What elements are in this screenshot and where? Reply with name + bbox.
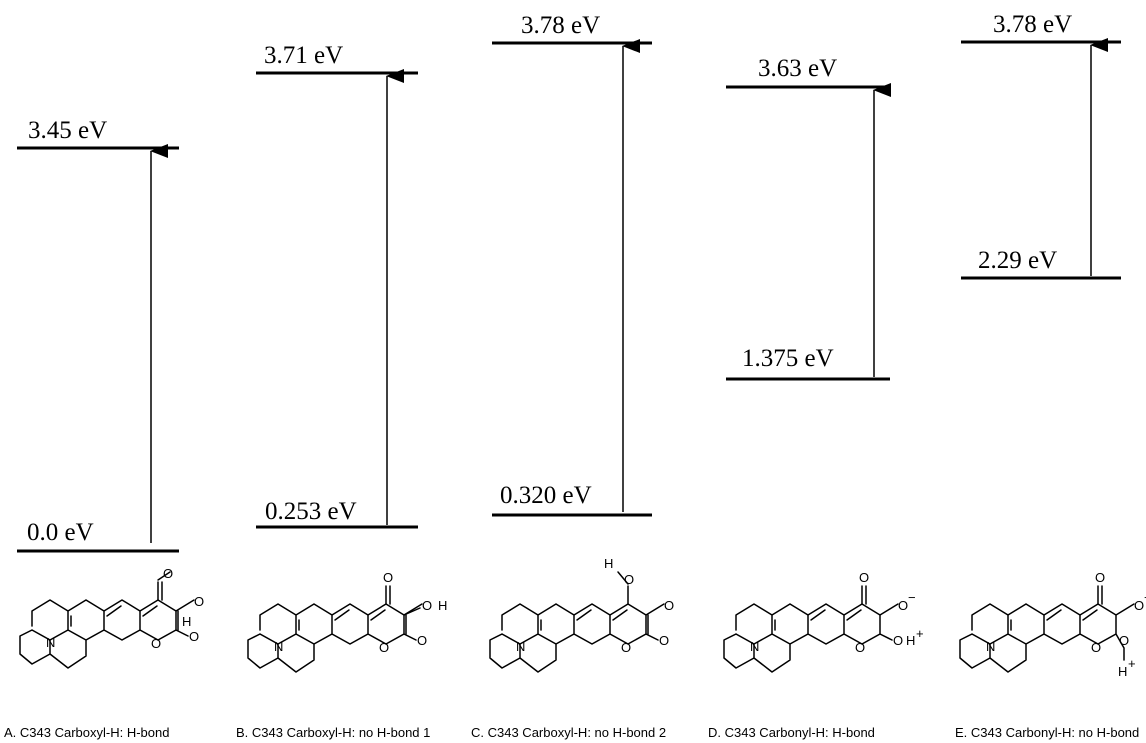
excited-level-label: 3.45 eV — [28, 117, 107, 144]
excited-level-label: 3.71 eV — [264, 42, 343, 69]
atom-o: O — [194, 594, 204, 609]
atom-o: O — [422, 598, 432, 613]
atom-o: O — [1091, 640, 1101, 655]
panel-d: 3.63 eV 1.375 eV — [726, 55, 891, 381]
panel-c: 3.78 eV 0.320 eV — [492, 12, 652, 517]
ground-level-label: 0.320 eV — [500, 482, 592, 509]
atom-o: O — [163, 566, 173, 581]
excited-level-label: 3.78 eV — [521, 12, 600, 39]
ground-level-label: 0.0 eV — [27, 519, 94, 546]
caption-b: B. C343 Carboxyl-H: no H-bond 1 — [236, 725, 430, 740]
atom-h: H — [906, 633, 915, 648]
atom-o: O — [151, 636, 161, 651]
atom-o: O — [383, 570, 393, 585]
atom-h: H — [604, 556, 613, 571]
atom-n: N — [986, 639, 995, 654]
panel-b: 3.71 eV 0.253 eV — [256, 42, 418, 529]
atom-o: O — [898, 598, 908, 613]
atom-o: O — [859, 570, 869, 585]
atom-h: H — [1118, 664, 1127, 679]
atom-h: H — [438, 598, 447, 613]
structure-e: N O O O O − H + — [959, 570, 1146, 679]
atom-o: O — [1134, 598, 1144, 613]
panel-e: 3.78 eV 2.29 eV — [961, 11, 1121, 280]
ground-level-label: 2.29 eV — [978, 247, 1057, 274]
ground-level-label: 1.375 eV — [742, 345, 834, 372]
atom-charge-positive: + — [916, 626, 924, 641]
atom-n: N — [46, 635, 55, 650]
structure-b: N O O O O H — [247, 570, 447, 673]
atom-o: O — [624, 572, 634, 587]
excited-level-label: 3.78 eV — [993, 11, 1072, 38]
caption-a: A. C343 Carboxyl-H: H-bond — [4, 725, 169, 740]
excited-level-label: 3.63 eV — [758, 55, 837, 82]
atom-n: N — [750, 639, 759, 654]
structure-d: N O O O O − H + — [723, 570, 924, 673]
atom-o: O — [1095, 570, 1105, 585]
caption-e: E. C343 Carbonyl-H: no H-bond — [955, 725, 1139, 740]
atom-o: O — [189, 629, 199, 644]
atom-o: O — [893, 633, 903, 648]
atom-charge-negative: − — [1144, 590, 1146, 605]
structure-c: N O O O O H — [489, 556, 674, 673]
structure-a: N O O O O H — [19, 566, 204, 669]
caption-c: C. C343 Carboxyl-H: no H-bond 2 — [471, 725, 666, 740]
atom-charge-negative: − — [908, 590, 916, 605]
atom-h: H — [182, 614, 191, 629]
atom-n: N — [516, 639, 525, 654]
caption-d: D. C343 Carbonyl-H: H-bond — [708, 725, 875, 740]
atom-charge-positive: + — [1128, 656, 1136, 671]
atom-o: O — [855, 640, 865, 655]
ground-level-label: 0.253 eV — [265, 498, 357, 525]
atom-o: O — [1119, 633, 1129, 648]
atom-o: O — [664, 598, 674, 613]
atom-o: O — [417, 633, 427, 648]
atom-o: O — [379, 640, 389, 655]
atom-n: N — [274, 639, 283, 654]
atom-o: O — [659, 633, 669, 648]
atom-o: O — [621, 640, 631, 655]
panel-a: 3.45 eV 0.0 eV — [17, 117, 179, 553]
